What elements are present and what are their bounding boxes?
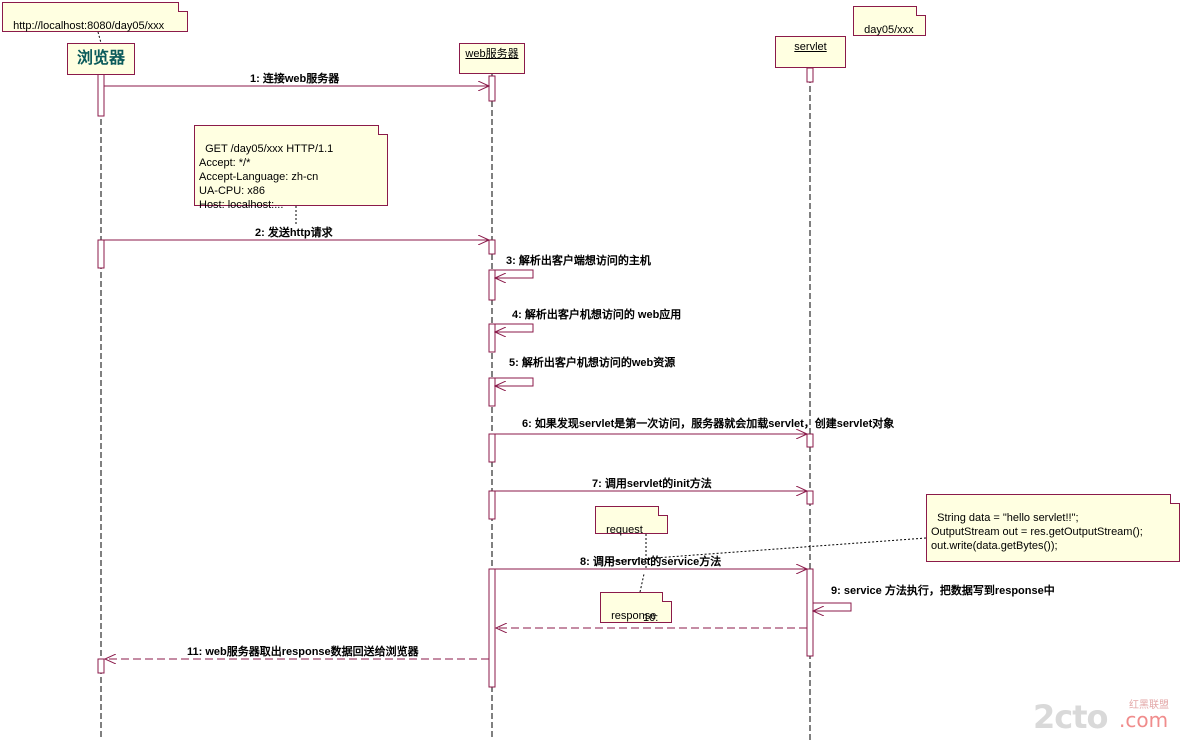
code-note-connector <box>599 537 927 563</box>
activation-server-7 <box>488 490 496 520</box>
watermark-cn: 红黑联盟 <box>1129 700 1169 711</box>
activation-server-2 <box>488 239 496 255</box>
server-label: web服务器 <box>465 48 519 60</box>
response-note: response <box>600 592 672 623</box>
browser-lifeline-head: 浏览器 <box>67 43 135 75</box>
activation-server-5 <box>488 377 496 407</box>
message-9-arrow <box>813 602 852 611</box>
activation-server-8 <box>488 568 496 688</box>
message-3-arrow <box>495 269 534 278</box>
request-note-text: request <box>606 524 643 536</box>
url-note-connector <box>97 31 102 44</box>
servlet-label: servlet <box>794 41 827 53</box>
url-note: http://localhost:8080/day05/xxx <box>2 2 188 32</box>
message-3-label: 3: 解析出客户端想访问的主机 <box>506 255 651 267</box>
activation-browser-3 <box>97 658 105 674</box>
request-note: request <box>595 506 668 536</box>
activation-servlet-1 <box>806 433 814 448</box>
watermark-logo: 2cto <box>1033 698 1109 736</box>
activation-bars <box>97 67 814 688</box>
day-note-text: day05/xxx <box>864 24 914 36</box>
day-note: day05/xxx <box>853 6 926 36</box>
response-note-connector <box>639 573 645 593</box>
message-9-label: 9: service 方法执行，把数据写到response中 <box>831 585 1055 597</box>
message-6-label: 6: 如果发现servlet是第一次访问，服务器就会加载servlet，创建se… <box>522 418 895 430</box>
activation-browser-1 <box>97 73 105 117</box>
message-5-label: 5: 解析出客户机想访问的web资源 <box>509 357 676 369</box>
browser-label: 浏览器 <box>76 50 125 67</box>
message-7-label: 7: 调用servlet的init方法 <box>592 478 712 490</box>
message-11-label: 11: web服务器取出response数据回送给浏览器 <box>187 646 419 658</box>
servlet-code-note: String data = "hello servlet!!"; OutputS… <box>926 494 1180 562</box>
activation-server-1 <box>488 75 496 102</box>
http-request-note-text: GET /day05/xxx HTTP/1.1 Accept: */* Acce… <box>199 143 334 211</box>
watermark-suffix: .com <box>1119 708 1169 732</box>
activation-servlet-2 <box>806 490 814 505</box>
message-1-label: 1: 连接web服务器 <box>250 73 340 85</box>
activation-server-4 <box>488 323 496 353</box>
http-request-note: GET /day05/xxx HTTP/1.1 Accept: */* Acce… <box>194 125 388 211</box>
message-5-arrow <box>495 377 534 386</box>
activation-browser-2 <box>97 239 105 269</box>
server-lifeline-head: web服务器 <box>459 43 525 74</box>
activation-servlet-3 <box>806 568 814 657</box>
url-note-text: http://localhost:8080/day05/xxx <box>13 20 165 32</box>
message-8-label: 8: 调用servlet的service方法 <box>580 556 722 568</box>
message-4-label: 4: 解析出客户机想访问的 web应用 <box>512 309 682 321</box>
activation-server-6 <box>488 433 496 463</box>
watermark: 2cto 红黑联盟 .com <box>1033 694 1173 736</box>
servlet-lifeline-head: servlet <box>775 36 846 68</box>
activation-servlet-0 <box>806 67 814 83</box>
message-10-label: 10: <box>643 612 659 624</box>
message-4-arrow <box>495 323 534 332</box>
activation-server-3 <box>488 269 496 301</box>
message-2-label: 2: 发送http请求 <box>255 227 333 239</box>
servlet-code-note-text: String data = "hello servlet!!"; OutputS… <box>931 512 1143 552</box>
response-note-text: response <box>611 610 657 622</box>
